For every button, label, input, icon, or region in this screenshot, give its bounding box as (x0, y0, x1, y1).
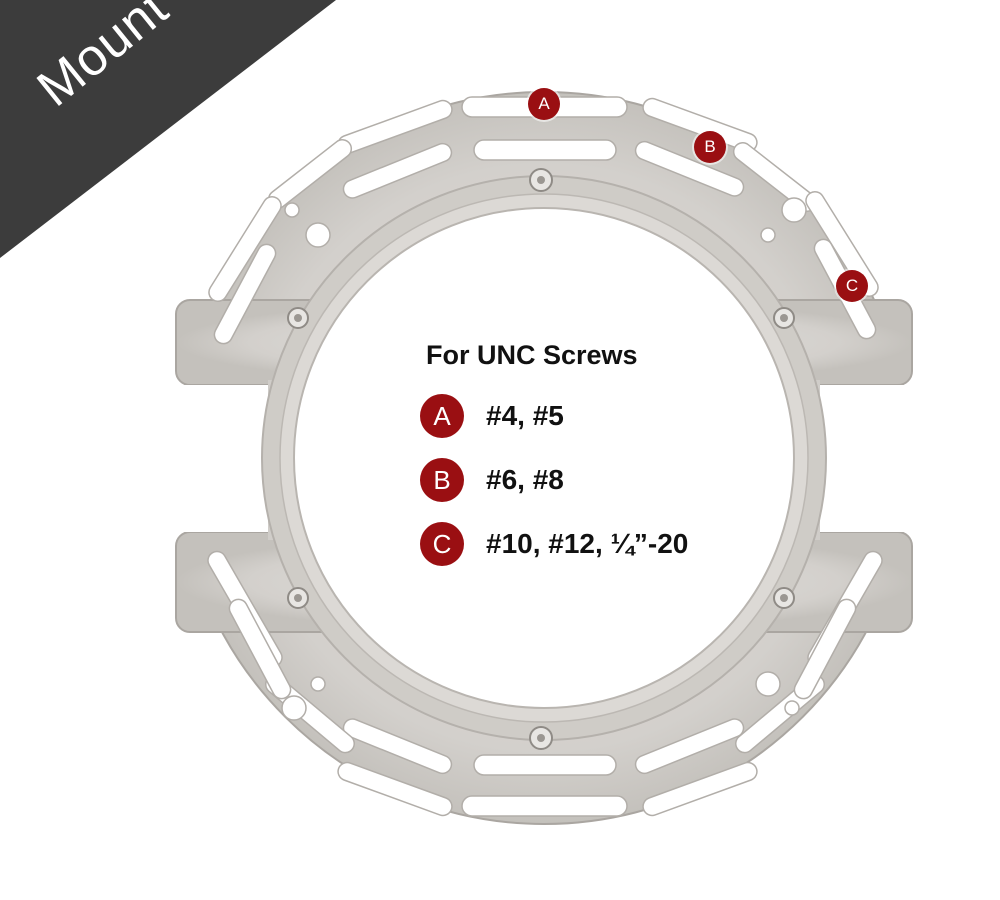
legend-badge-b: B (420, 458, 464, 502)
slot-group-lower (207, 550, 883, 817)
screw-legend: For UNC Screws A #4, #5 B #6, #8 C #10, … (420, 340, 750, 585)
corner-banner-shape (0, 0, 336, 258)
flange-screws (287, 168, 795, 750)
legend-text-c: #10, #12, ¼”-20 (486, 528, 689, 559)
marker-b-badge: B (694, 131, 726, 163)
legend-item-b: B #6, #8 (420, 457, 750, 503)
legend-badge-c: C (420, 522, 464, 566)
slot-group (208, 96, 879, 345)
round-holes (281, 197, 807, 721)
marker-a-badge: A (528, 88, 560, 120)
center-opening (293, 207, 795, 709)
legend-text-b: #6, #8 (486, 464, 564, 495)
legend-text-a: #4, #5 (486, 400, 564, 431)
legend-title: For UNC Screws (426, 340, 638, 370)
legend-item-c: C #10, #12, ¼”-20 (420, 521, 750, 567)
legend-item-a: A #4, #5 (420, 393, 750, 439)
marker-c-badge: C (836, 270, 868, 302)
legend-badge-a: A (420, 394, 464, 438)
